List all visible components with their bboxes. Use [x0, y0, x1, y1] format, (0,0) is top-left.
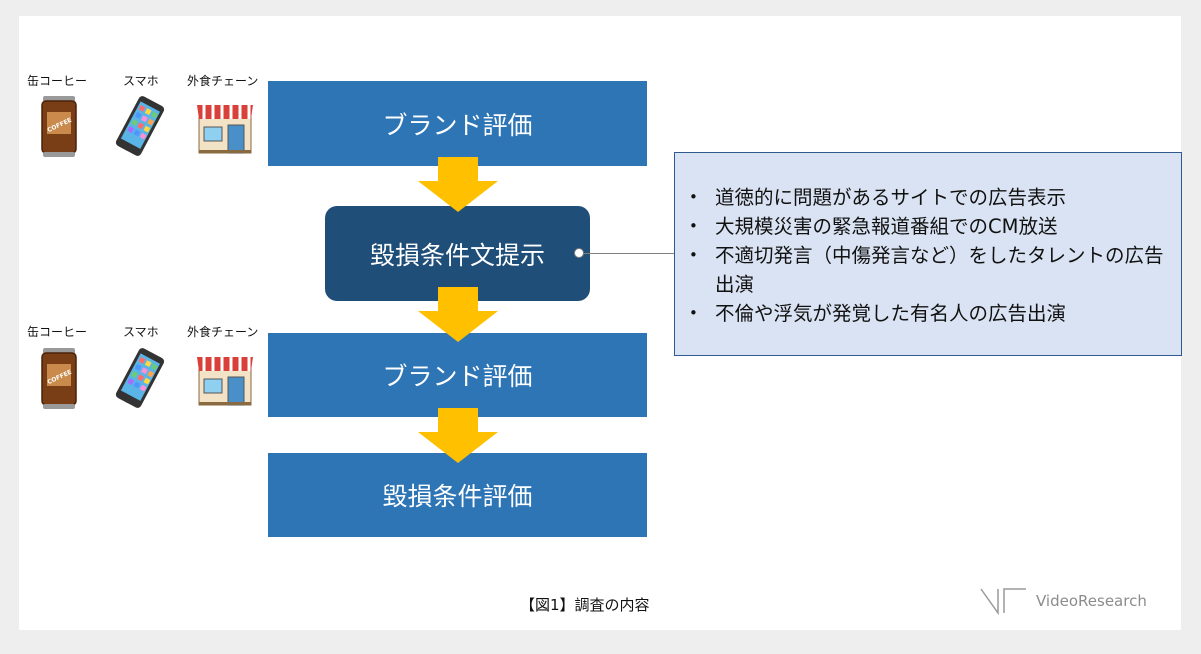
damage-conditions-list: 道徳的に問題があるサイトでの広告表示 大規模災害の緊急報道番組でのCM放送 不適…	[685, 183, 1171, 328]
flow-step-brand-evaluation-2: ブランド評価	[268, 333, 647, 417]
product-label-restaurant-chain: 外食チェーン	[187, 74, 259, 88]
video-research-logo-mark-icon	[980, 588, 1026, 615]
damage-conditions-callout: 道徳的に問題があるサイトでの広告表示 大規模災害の緊急報道番組でのCM放送 不適…	[674, 152, 1182, 356]
restaurant-store-icon	[195, 101, 255, 159]
flow-step-damage-condition-presentation: 毀損条件文提示	[325, 206, 590, 301]
product-label-canned-coffee: 缶コーヒー	[27, 325, 88, 339]
callout-connector-dot	[574, 248, 584, 258]
smartphone-icon	[113, 96, 167, 160]
condition-item: 不倫や浮気が発覚した有名人の広告出演	[685, 299, 1171, 328]
coffee-can-icon: COFFEE	[40, 346, 78, 414]
down-arrow-icon	[418, 287, 498, 342]
coffee-can-icon: COFFEE	[40, 94, 78, 162]
down-arrow-icon	[418, 408, 498, 463]
flow-step-label: ブランド評価	[382, 362, 533, 391]
condition-item: 不適切発言（中傷発言など）をしたタレントの広告出演	[685, 241, 1171, 299]
flow-step-damage-condition-evaluation: 毀損条件評価	[268, 453, 647, 537]
logo-text: VideoResearch	[1036, 592, 1147, 610]
flow-step-label: 毀損条件評価	[382, 482, 533, 511]
flow-step-label: ブランド評価	[382, 110, 533, 140]
smartphone-icon	[113, 348, 167, 412]
flow-step-brand-evaluation-1: ブランド評価	[268, 81, 647, 166]
condition-item: 道徳的に問題があるサイトでの広告表示	[685, 183, 1171, 212]
callout-connector-line	[580, 253, 675, 254]
down-arrow-icon	[418, 157, 498, 212]
figure-caption: 【図1】調査の内容	[520, 596, 650, 614]
product-label-smartphone: スマホ	[123, 325, 159, 339]
flow-step-label: 毀損条件文提示	[369, 240, 545, 270]
condition-item: 大規模災害の緊急報道番組でのCM放送	[685, 212, 1171, 241]
product-label-canned-coffee: 缶コーヒー	[27, 74, 88, 88]
product-label-smartphone: スマホ	[123, 74, 159, 88]
video-research-logo: VideoResearch	[980, 587, 1147, 615]
restaurant-store-icon	[195, 353, 255, 411]
product-label-restaurant-chain: 外食チェーン	[187, 325, 259, 339]
